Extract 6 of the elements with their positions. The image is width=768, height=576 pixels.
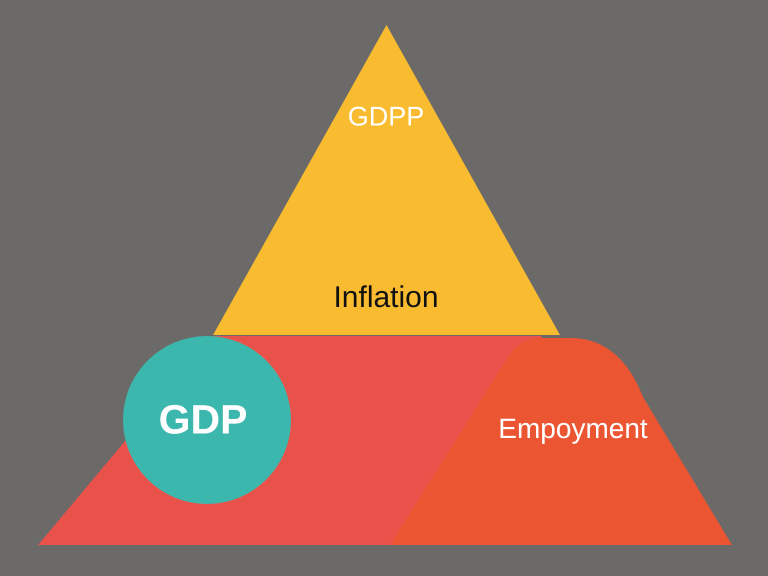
circle-label: GDP [158,400,248,440]
section-label: Empoyment [498,415,648,443]
rounded-section [390,337,732,545]
section-label: GDPP [348,104,424,130]
triangle-section [213,25,560,335]
section-label: Inflation [333,283,439,313]
